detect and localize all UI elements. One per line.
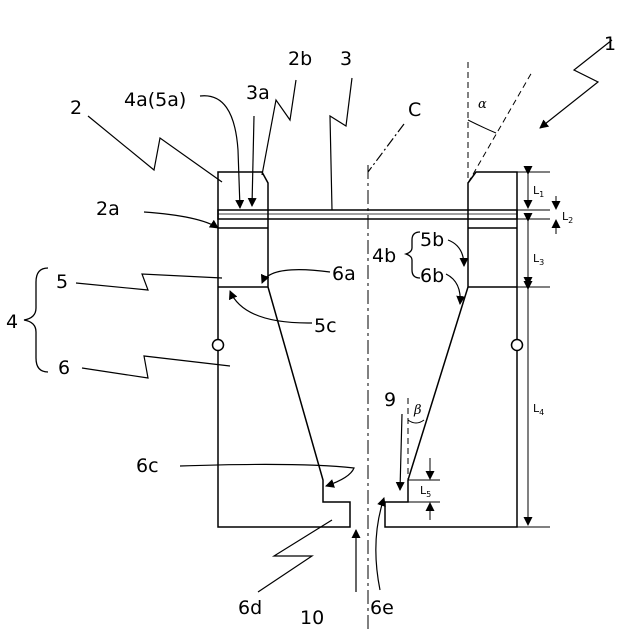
leader-6 (82, 356, 230, 378)
leader-9 (400, 414, 402, 490)
dim-label-L2: L2 (562, 210, 573, 225)
label-2b: 2b (288, 48, 312, 70)
leader-3a (252, 116, 254, 206)
label-6d: 6d (238, 597, 262, 619)
brace-4 (24, 268, 48, 372)
leader-3 (330, 78, 352, 210)
leader-2a (144, 212, 218, 228)
label-4b: 4b (372, 245, 396, 267)
label-6: 6 (58, 357, 70, 379)
label-beta: β (413, 403, 422, 418)
label-10: 10 (300, 607, 324, 629)
beta-arc (408, 420, 424, 423)
label-6a: 6a (332, 263, 356, 285)
label-5c: 5c (314, 315, 337, 337)
dim-label-L4: L4 (533, 402, 544, 417)
leader-5b (448, 240, 464, 266)
label-C: C (408, 99, 421, 121)
label-6c: 6c (136, 455, 159, 477)
label-5: 5 (56, 271, 68, 293)
side-pin-left (213, 340, 224, 351)
body-outline (218, 172, 350, 527)
alpha-arc (468, 120, 496, 133)
side-pin-right (512, 340, 523, 351)
label-3a: 3a (246, 82, 270, 104)
alpha-incline (468, 72, 532, 183)
label-4a5a: 4a(5a) (124, 89, 186, 111)
body-outline-right (385, 172, 517, 527)
label-4: 4 (6, 311, 18, 333)
label-2a: 2a (96, 198, 120, 220)
leader-4a5a (200, 96, 240, 208)
dim-label-L5: L5 (420, 484, 431, 499)
leader-5 (76, 274, 222, 290)
leader-6e (376, 498, 384, 590)
label-9: 9 (384, 389, 396, 411)
leader-6b (446, 274, 460, 304)
leader-6c (180, 464, 354, 486)
leader-C (368, 124, 404, 172)
dim-label-L3: L3 (533, 252, 544, 267)
label-alpha: α (478, 97, 487, 112)
leader-6d (258, 520, 332, 592)
label-1: 1 (604, 33, 616, 55)
leader-6a (262, 270, 330, 283)
dim-label-L1: L1 (533, 184, 544, 199)
leader-1 (540, 40, 612, 128)
leader-2 (88, 116, 222, 182)
label-5b: 5b (420, 229, 444, 251)
label-6b: 6b (420, 265, 444, 287)
label-3: 3 (340, 48, 352, 70)
label-2: 2 (70, 97, 82, 119)
label-6e: 6e (370, 597, 394, 619)
brace-4b (406, 232, 420, 278)
